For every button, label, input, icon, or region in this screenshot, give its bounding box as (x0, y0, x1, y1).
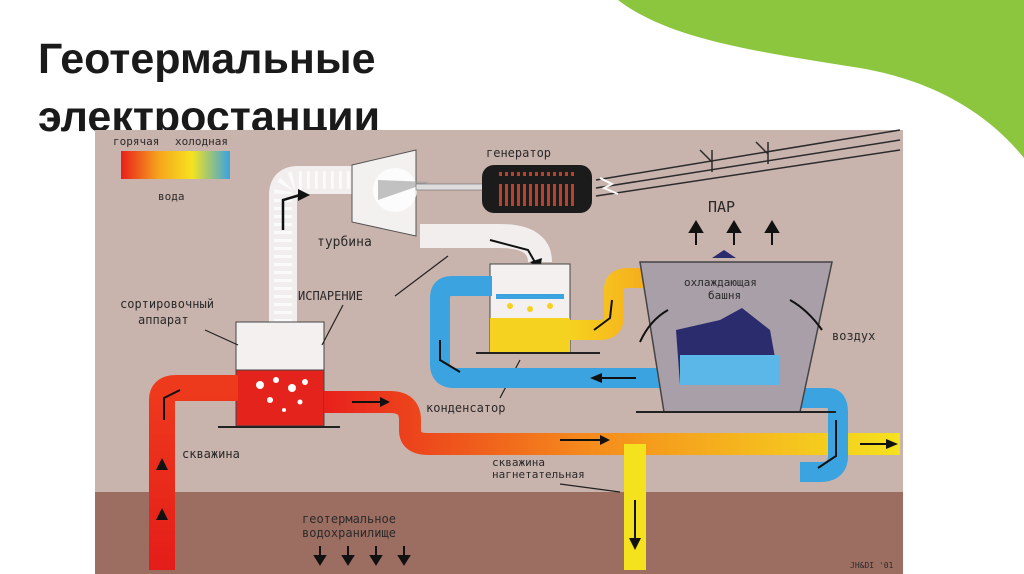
production-well-pipe (149, 375, 238, 570)
cooling-water-loop (430, 276, 848, 482)
evaporation-label: ИСПАРЕНИЕ (298, 289, 363, 303)
steam-pipe (269, 166, 368, 322)
cooling-tower-label-line1: охлаждающая (684, 276, 757, 289)
credit-label: JH&DI '01 (850, 561, 894, 570)
condenser-label: конденсатор (426, 401, 505, 415)
legend-cold-label: холодная (175, 135, 228, 148)
legend-water-label: вода (158, 190, 185, 203)
well-label: скважина (182, 447, 240, 461)
cooling-tower (636, 250, 836, 413)
steam-label: ПАР (708, 198, 735, 216)
power-lines (595, 129, 901, 197)
air-label: воздух (832, 329, 875, 343)
legend-gradient-bar (121, 151, 230, 179)
reservoir-label-line1: геотермальное (302, 512, 396, 526)
warm-water-pipe (570, 268, 662, 340)
separator-label-line2: аппарат (138, 313, 189, 327)
injection-well-label-line1: скважина (492, 456, 545, 469)
reservoir-label-line2: водохранилище (302, 526, 396, 540)
turbine-shaft (415, 183, 487, 191)
separator-label-line1: сортировочный (120, 297, 214, 311)
turbine-label: турбина (317, 235, 372, 250)
brine-outflow-pipe (324, 391, 900, 455)
legend-hot-label: горячая (113, 135, 159, 148)
injection-well-pipe (624, 444, 646, 570)
temperature-legend: горячая холодная вода (113, 135, 230, 203)
condenser (476, 263, 600, 354)
generator-label: генератор (486, 146, 551, 160)
air-arrows (639, 299, 823, 343)
turbine (351, 149, 430, 237)
cooling-tower-label-line2: башня (708, 289, 741, 302)
ground-layer (95, 492, 903, 574)
generator (482, 165, 592, 213)
reservoir-arrows (313, 546, 411, 566)
injection-well-label-line2: нагнетательная (492, 468, 585, 481)
separator (218, 321, 340, 428)
steam-arrows (688, 220, 780, 245)
